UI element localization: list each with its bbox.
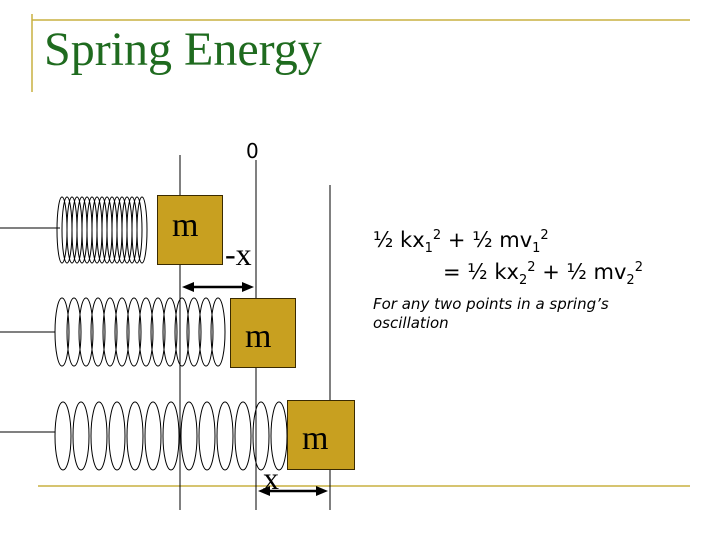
spring-stretched: [54, 401, 288, 471]
fraction-half: ½: [566, 260, 587, 284]
mass-block-compressed: m: [157, 195, 223, 265]
plus-sign: +: [447, 228, 466, 252]
energy-equation-line-1: ½ kx12 + ½ mv12: [373, 228, 549, 256]
mass-block-stretched: m: [287, 400, 355, 470]
displacement-label-positive: x: [263, 460, 279, 496]
spring-equilibrium: [54, 297, 226, 367]
superscript: 2: [432, 228, 442, 243]
fraction-half: ½: [467, 260, 488, 284]
origin-label: 0: [246, 139, 259, 163]
superscript: 2: [634, 260, 643, 275]
mass-label: m: [302, 420, 329, 457]
kinetic-term: mv: [593, 260, 627, 284]
subscript: 1: [532, 241, 541, 257]
fraction-half: ½: [472, 228, 493, 252]
subscript: 2: [518, 273, 528, 289]
displacement-label-negative: -x: [225, 236, 252, 272]
displacement-arrow-positive: [258, 486, 328, 496]
spring-compressed: [56, 196, 148, 264]
plus-sign: +: [542, 260, 560, 284]
spring-term: kx: [494, 260, 519, 284]
spring-term: kx: [400, 228, 425, 252]
slide-title: Spring Energy: [44, 23, 322, 76]
displacement-arrow-negative: [182, 282, 254, 292]
mass-label: m: [172, 207, 199, 244]
fraction-half: ½: [373, 228, 394, 252]
subscript: 1: [424, 241, 433, 257]
kinetic-term: mv: [499, 228, 533, 252]
superscript: 2: [540, 228, 549, 243]
subscript: 2: [626, 273, 635, 289]
mass-label: m: [245, 318, 272, 355]
mass-block-equilibrium: m: [230, 298, 296, 368]
energy-equation-line-2: = ½ kx22 + ½ mv22: [443, 260, 643, 288]
energy-conservation-note: For any two points in a spring’s oscilla…: [373, 295, 609, 332]
equals-sign: =: [443, 260, 461, 284]
superscript: 2: [527, 260, 536, 275]
